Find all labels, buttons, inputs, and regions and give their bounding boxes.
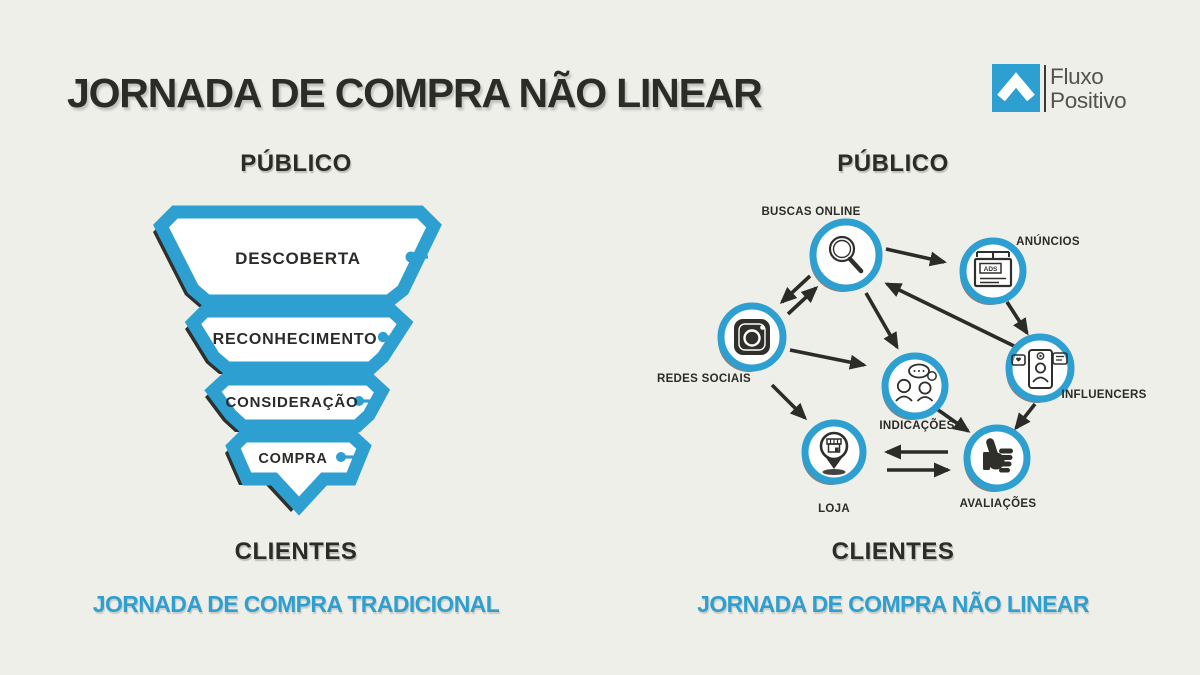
stage-label-compra: COMPRA [258, 451, 327, 467]
people-talking-icon [895, 363, 937, 402]
label-avaliacoes: AVALIAÇÕES [960, 497, 1037, 510]
arrow-influencers-to-avaliacoes [1014, 402, 1037, 431]
arrow-buscas-to-anuncios [885, 247, 947, 267]
arrow-buscas-to-redes [779, 274, 812, 305]
funnel-stage-consideracao [204, 372, 391, 433]
influencer-phone-icon [1011, 349, 1068, 389]
funnel-stage-reconhecimento [184, 304, 414, 375]
arrow-indicacoes-to-avaliacoes [932, 405, 971, 433]
label-influencers: INFLUENCERS [1061, 389, 1146, 401]
ads-icon-text: ADS [984, 266, 998, 273]
nonlinear-network: ADS [657, 206, 1146, 515]
logo-text-line1: Fluxo [1050, 64, 1104, 89]
left-caption: JORNADA DE COMPRA TRADICIONAL [92, 591, 500, 617]
traditional-funnel: DESCOBERTA RECONHECIMENTO CONSIDERAÇÃO C… [153, 205, 442, 516]
right-clientes-heading: CLIENTES [831, 538, 955, 565]
right-caption: JORNADA DE COMPRA NÃO LINEAR [697, 591, 1089, 617]
right-publico-heading: PÚBLICO [837, 150, 949, 177]
node-buscas-online [809, 218, 883, 292]
arrow-redes-to-buscas [786, 285, 819, 316]
logo-divider [1044, 65, 1046, 112]
label-loja: LOJA [818, 503, 850, 515]
logo-text-line2: Positivo [1050, 87, 1127, 113]
arrow-redes-to-indicacoes [789, 348, 867, 370]
arrow-redes-to-loja [770, 383, 808, 421]
arrow-buscas-to-indicacoes [864, 292, 899, 350]
logo-square [992, 64, 1040, 112]
left-publico-heading: PÚBLICO [240, 150, 352, 177]
arrow-anuncios-to-influencers [1005, 301, 1029, 336]
ads-sign-icon: ADS [973, 251, 1013, 288]
arrow-influencers-to-buscas [884, 282, 1015, 348]
funnel-stage-descoberta [153, 205, 442, 308]
label-buscas-online: BUSCAS ONLINE [761, 206, 860, 218]
stage-label-consideracao: CONSIDERAÇÃO [226, 393, 359, 411]
fluxo-positivo-logo: Fluxo Positivo [992, 64, 1172, 114]
thumbs-up-icon [983, 438, 1013, 473]
logo-text: Fluxo Positivo [1050, 64, 1127, 113]
label-redes-sociais: REDES SOCIAIS [657, 373, 751, 385]
page-title: JORNADA DE COMPRA NÃO LINEAR [67, 70, 763, 116]
label-anuncios: ANÚNCIOS [1016, 235, 1080, 248]
funnel-dot-connectors [336, 251, 428, 462]
stage-label-reconhecimento: RECONHECIMENTO [213, 331, 378, 348]
stage-label-descoberta: DESCOBERTA [235, 249, 361, 268]
chevron-up-icon [997, 72, 1035, 102]
label-indicacoes: INDICAÇÕES [879, 419, 954, 432]
store-pin-icon [819, 431, 849, 475]
search-icon [828, 235, 864, 274]
instagram-icon [734, 319, 770, 355]
funnel-stage-compra [225, 429, 372, 516]
network-arrows [770, 247, 1037, 478]
left-clientes-heading: CLIENTES [234, 538, 358, 565]
node-indicacoes [881, 352, 949, 420]
